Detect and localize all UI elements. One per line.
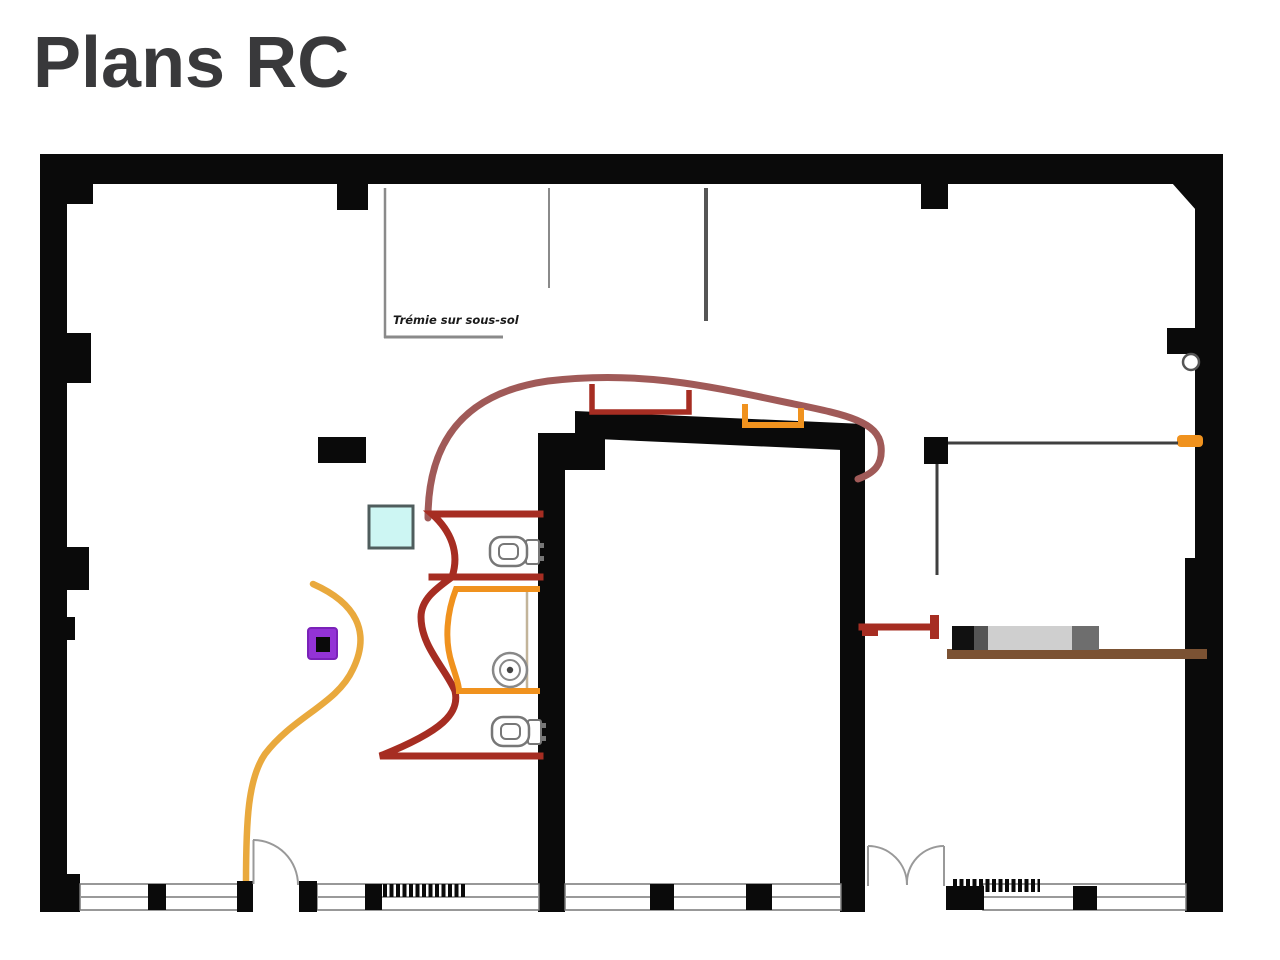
partition-post	[924, 437, 948, 464]
central-room-corner-step	[565, 433, 605, 470]
tremie-opening	[383, 188, 708, 339]
floor-drain-icon	[491, 651, 529, 689]
tremie-label: Trémie sur sous-sol	[393, 313, 519, 327]
door-swing-icon	[252, 839, 299, 886]
drain-center	[506, 666, 514, 674]
purple-square-core	[316, 637, 330, 652]
toilet-hinges	[541, 723, 546, 741]
appliance-block	[952, 626, 1099, 650]
stub-wall-red-cap	[862, 615, 939, 639]
window-band	[79, 881, 1187, 912]
curved-partition-rosy	[424, 373, 885, 522]
wc-curved-wall-red	[378, 510, 544, 760]
toilet-bowl	[488, 535, 529, 568]
orange-wall-cap	[1177, 435, 1203, 447]
toilet-hinges	[539, 543, 544, 561]
window-mullions	[148, 881, 1097, 912]
central-room-walls	[538, 411, 865, 912]
column-purple	[307, 627, 338, 660]
outer-walls	[40, 154, 1223, 912]
door-arc-left	[867, 845, 908, 886]
toilet-icon	[490, 715, 546, 748]
skylight-cyan	[367, 504, 415, 550]
radiator-outline-orange	[742, 404, 804, 428]
toilet-seat	[500, 723, 521, 740]
central-room-left-wall	[538, 433, 565, 912]
central-room-right-wall	[840, 424, 865, 912]
right-room	[924, 437, 1207, 659]
curved-wall-yellow	[242, 580, 364, 887]
appliance-left	[952, 626, 974, 650]
door-arc-right	[905, 844, 945, 886]
drain-inner	[499, 659, 521, 681]
central-room-top-wall	[575, 411, 864, 451]
toilet-seat	[498, 543, 519, 560]
door-arc	[252, 839, 299, 886]
radiator-outline-red	[589, 384, 692, 415]
wall-element-black	[318, 437, 366, 463]
counter-shelf	[947, 649, 1207, 659]
page-title: Plans RC	[33, 23, 350, 103]
appliance-left2	[974, 626, 988, 650]
toilet-bowl	[490, 715, 531, 748]
bathroom-curved-wall-orange	[444, 586, 540, 694]
appliance-right	[1072, 626, 1099, 650]
double-door-swing-icon	[867, 844, 945, 886]
toilet-icon	[488, 535, 544, 568]
wall-circle-fixture	[1181, 352, 1201, 372]
appliance-middle	[988, 626, 1072, 650]
